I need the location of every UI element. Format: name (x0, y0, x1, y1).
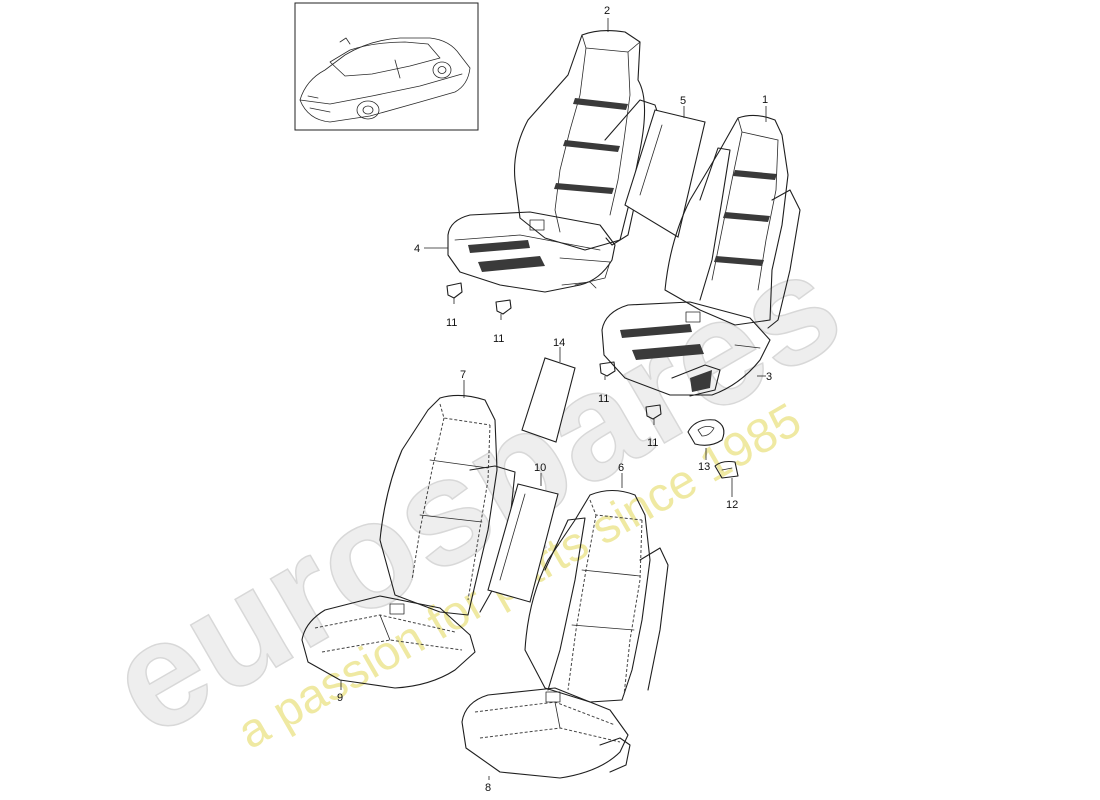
callout-11a: 11 (446, 317, 457, 329)
seat-backrest-2 (513, 29, 661, 251)
clip-11b (495, 299, 512, 315)
trim-cap-13 (687, 419, 725, 446)
leader-lines (340, 18, 767, 780)
seat-cushion-cover-9 (301, 595, 476, 689)
callout-11b: 11 (493, 333, 504, 345)
callout-8: 8 (485, 782, 491, 794)
seat-cushion-3 (601, 301, 771, 397)
watermark: eurospares a passion for parts since 198… (81, 217, 867, 768)
watermark-logo: eurospares (82, 218, 866, 768)
callout-12: 12 (726, 499, 738, 511)
callout-11c: 11 (598, 393, 609, 405)
side-panel-10 (487, 483, 559, 603)
callout-1: 1 (762, 94, 768, 106)
vehicle-thumbnail (294, 2, 479, 131)
seat-cushion-4 (447, 211, 616, 293)
clip-11a (446, 282, 463, 299)
trim-cover-12 (714, 460, 739, 479)
callout-14: 14 (553, 337, 565, 349)
callout-5: 5 (680, 95, 686, 107)
callout-7: 7 (460, 369, 466, 381)
callout-labels: 2 1 5 4 11 11 3 14 7 11 11 13 12 10 6 9 … (337, 5, 772, 794)
callout-4: 4 (414, 243, 420, 255)
seat-backrest-cover-6 (524, 489, 669, 703)
callout-2: 2 (604, 5, 610, 17)
callout-9: 9 (337, 692, 343, 704)
callout-10: 10 (534, 462, 546, 474)
callout-11d: 11 (647, 437, 658, 449)
callout-6: 6 (618, 462, 624, 474)
seat-backrest-1 (664, 114, 801, 329)
clip-11d (645, 404, 662, 420)
pad-14 (521, 357, 576, 443)
callout-3: 3 (766, 371, 772, 383)
callout-13: 13 (698, 461, 710, 473)
seat-cushion-cover-8 (461, 687, 631, 779)
clip-11c (599, 361, 616, 377)
side-panel-5 (624, 109, 706, 238)
